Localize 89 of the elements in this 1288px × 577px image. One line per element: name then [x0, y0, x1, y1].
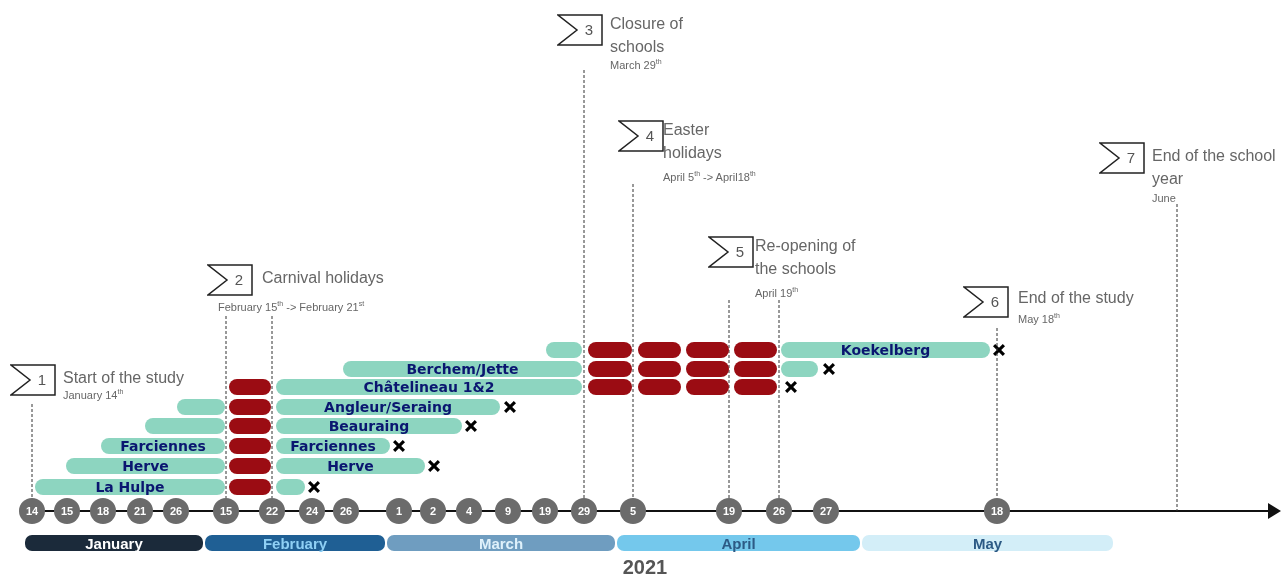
flag-marker: 3	[557, 14, 603, 46]
flag-marker: 7	[1099, 142, 1145, 174]
flag-marker: 4	[618, 120, 664, 152]
holiday-bar	[638, 361, 681, 377]
date-marker: 26	[766, 498, 792, 524]
date-marker: 15	[213, 498, 239, 524]
school-bar	[781, 361, 818, 377]
event-date: January 14$^{th}$	[63, 388, 124, 401]
school-bar	[177, 399, 225, 415]
holiday-bar	[686, 342, 729, 358]
date-marker: 26	[163, 498, 189, 524]
flag-marker: 1	[10, 364, 56, 396]
event-date: April 19$^{th}$	[755, 286, 799, 299]
school-bar: Herve	[66, 458, 225, 474]
month-band: April	[617, 535, 860, 551]
school-bar: Koekelberg	[781, 342, 990, 358]
event-title: Carnival holidays	[262, 268, 384, 288]
dashed-line	[31, 403, 33, 499]
holiday-bar	[686, 379, 729, 395]
school-bar: Angleur/Seraing	[276, 399, 500, 415]
holiday-bar	[686, 361, 729, 377]
date-marker: 2	[420, 498, 446, 524]
holiday-bar	[229, 418, 271, 434]
date-marker: 9	[495, 498, 521, 524]
holiday-bar	[734, 361, 777, 377]
event-title: End of the school year	[1152, 146, 1277, 189]
date-marker: 18	[90, 498, 116, 524]
event-date: May 18$^{th}$	[1018, 312, 1060, 325]
month-band: January	[25, 535, 203, 551]
event-title: Start of the study	[63, 368, 184, 388]
holiday-bar	[229, 379, 271, 395]
date-marker: 15	[54, 498, 80, 524]
event-title: Easter holidays	[663, 120, 723, 163]
dashed-line	[778, 299, 780, 499]
dashed-line	[1176, 203, 1178, 512]
school-bar	[145, 418, 225, 434]
flag-marker: 5	[708, 236, 754, 268]
holiday-bar	[734, 342, 777, 358]
year-label: 2021	[621, 556, 669, 577]
dashed-line	[225, 315, 227, 499]
dashed-line	[996, 327, 998, 499]
date-marker: 29	[571, 498, 597, 524]
school-bar: Farciennes	[276, 438, 390, 454]
holiday-bar	[588, 361, 632, 377]
school-bar: Berchem/Jette	[343, 361, 582, 377]
flag-marker: 2	[207, 264, 253, 296]
school-bar: Beauraing	[276, 418, 462, 434]
school-bar: Farciennes	[101, 438, 225, 454]
month-band: May	[862, 535, 1113, 551]
event-date: March 29$^{th}$	[610, 58, 662, 71]
date-marker: 27	[813, 498, 839, 524]
event-title: Closure of schools	[610, 14, 684, 57]
date-marker: 21	[127, 498, 153, 524]
event-title: End of the study	[1018, 288, 1134, 308]
date-marker: 5	[620, 498, 646, 524]
holiday-bar	[588, 379, 632, 395]
school-bar	[546, 342, 582, 358]
holiday-bar	[588, 342, 632, 358]
date-marker: 1	[386, 498, 412, 524]
date-marker: 19	[532, 498, 558, 524]
dashed-line	[728, 299, 730, 499]
date-marker: 22	[259, 498, 285, 524]
holiday-bar	[229, 458, 271, 474]
holiday-bar	[229, 479, 271, 495]
dashed-line	[583, 69, 585, 499]
month-band: February	[205, 535, 385, 551]
date-marker: 24	[299, 498, 325, 524]
event-date: February 15$^{th}$ -> February 21$^{st}$	[218, 300, 365, 313]
event-date: April 5$^{th}$ -> April18$^{th}$	[663, 170, 756, 183]
event-date: June	[1152, 192, 1176, 204]
holiday-bar	[638, 342, 681, 358]
flag-marker: 6	[963, 286, 1009, 318]
school-bar: Châtelineau 1&2	[276, 379, 582, 395]
event-title: Re-opening of the schools	[755, 236, 857, 279]
date-marker: 4	[456, 498, 482, 524]
month-band: March	[387, 535, 615, 551]
holiday-bar	[734, 379, 777, 395]
dashed-line	[632, 183, 634, 499]
school-bar: La Hulpe	[35, 479, 225, 495]
holiday-bar	[229, 399, 271, 415]
school-bar: Herve	[276, 458, 425, 474]
date-marker: 19	[716, 498, 742, 524]
date-marker: 18	[984, 498, 1010, 524]
date-marker: 26	[333, 498, 359, 524]
holiday-bar	[229, 438, 271, 454]
holiday-bar	[638, 379, 681, 395]
school-bar	[276, 479, 305, 495]
dashed-line	[271, 315, 273, 499]
date-marker: 14	[19, 498, 45, 524]
